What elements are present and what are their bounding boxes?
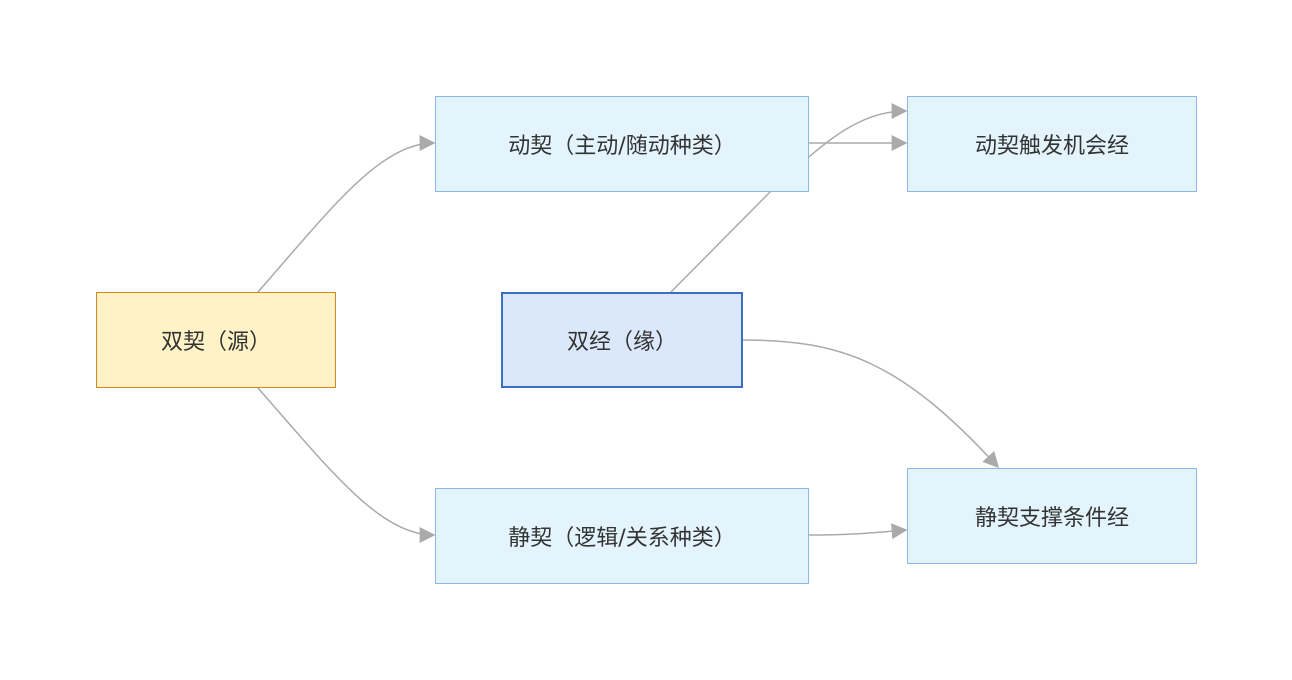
- edge-shuangjing-to-jingqi-support: [741, 339, 1000, 469]
- node-shuangqi-source: 双契（源）: [96, 292, 336, 388]
- node-dongqi: 动契（主动/随动种类）: [435, 96, 809, 192]
- node-jingqi-support: 静契支撑条件经: [907, 468, 1197, 564]
- edge-shuangjing-to-dongqi-trigger: [670, 103, 908, 293]
- edge-shuangqi-to-jingqi: [257, 387, 436, 543]
- node-shuangjing: 双经（缘）: [501, 292, 743, 388]
- edge-shuangqi-to-dongqi: [257, 135, 436, 293]
- edge-jingqi-to-jingqi-support: [808, 523, 908, 540]
- node-dongqi-trigger: 动契触发机会经: [907, 96, 1197, 192]
- node-jingqi: 静契（逻辑/关系种类）: [435, 488, 809, 584]
